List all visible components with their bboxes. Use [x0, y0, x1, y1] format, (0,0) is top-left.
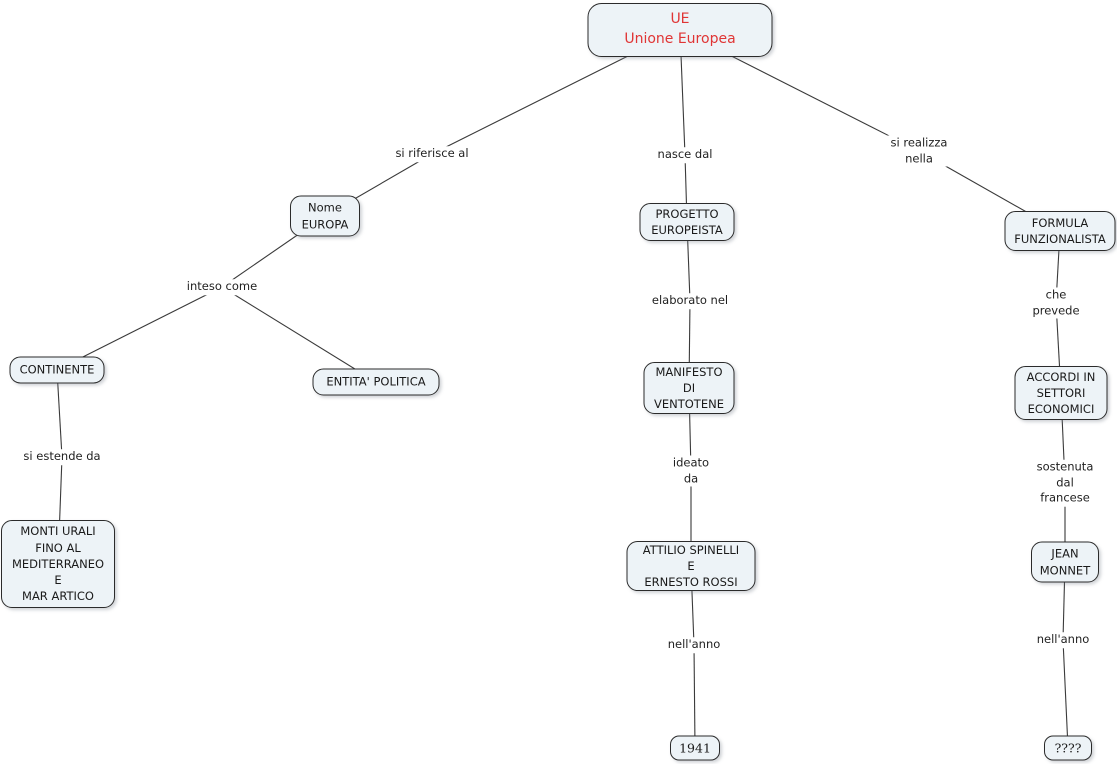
edge-inteso-come-continente — [56, 286, 223, 371]
link-label-inteso-come[interactable]: inteso come — [182, 279, 262, 295]
node-attilio-spinelli-ernesto-rossi[interactable]: ATTILIO SPINELLI E ERNESTO ROSSI — [626, 541, 756, 591]
link-label-si-riferisce-al[interactable]: si riferisce al — [391, 146, 473, 162]
node-jean-monnet[interactable]: JEAN MONNET — [1031, 541, 1099, 583]
node-entita-politica[interactable]: ENTITA' POLITICA — [312, 368, 440, 396]
node-anno-1941[interactable]: 1941 — [670, 735, 720, 761]
edge-inteso-come-entita — [221, 286, 377, 383]
node-ue-unione-europea[interactable]: UE Unione Europea — [587, 3, 773, 57]
node-accordi-settori-economici[interactable]: ACCORDI IN SETTORI ECONOMICI — [1014, 366, 1108, 420]
node-manifesto-di-ventotene[interactable]: MANIFESTO DI VENTOTENE — [643, 362, 735, 414]
node-progetto-europeista[interactable]: PROGETTO EUROPEISTA — [639, 203, 735, 241]
link-label-nell-anno-spinelli[interactable]: nell'anno — [663, 637, 725, 653]
node-continente[interactable]: CONTINENTE — [9, 356, 105, 384]
link-label-ideato-da[interactable]: ideato da — [668, 455, 714, 487]
node-anno-sconosciuto[interactable]: ???? — [1044, 735, 1092, 761]
link-label-sostenuta-dal-francese[interactable]: sostenuta dal francese — [1032, 459, 1098, 507]
link-label-si-estende-da[interactable]: si estende da — [19, 449, 105, 465]
link-label-nasce-dal[interactable]: nasce dal — [653, 147, 717, 163]
node-monti-urali[interactable]: MONTI URALI FINO AL MEDITERRANEO E MAR A… — [1, 520, 115, 608]
edge-nell-anno-1941 — [693, 644, 696, 749]
edge-continente-si-estende — [56, 369, 63, 458]
node-nome-europa[interactable]: Nome EUROPA — [290, 195, 360, 237]
link-label-elaborato-nel[interactable]: elaborato nel — [647, 293, 733, 309]
link-label-nell-anno-monnet[interactable]: nell'anno — [1032, 632, 1094, 648]
node-formula-funzionalista[interactable]: FORMULA FUNZIONALISTA — [1004, 211, 1116, 251]
link-label-che-prevede[interactable]: che prevede — [1025, 287, 1087, 319]
edge-nell-anno-unknown — [1062, 639, 1069, 749]
link-label-si-realizza-nella[interactable]: si realizza nella — [886, 135, 952, 167]
